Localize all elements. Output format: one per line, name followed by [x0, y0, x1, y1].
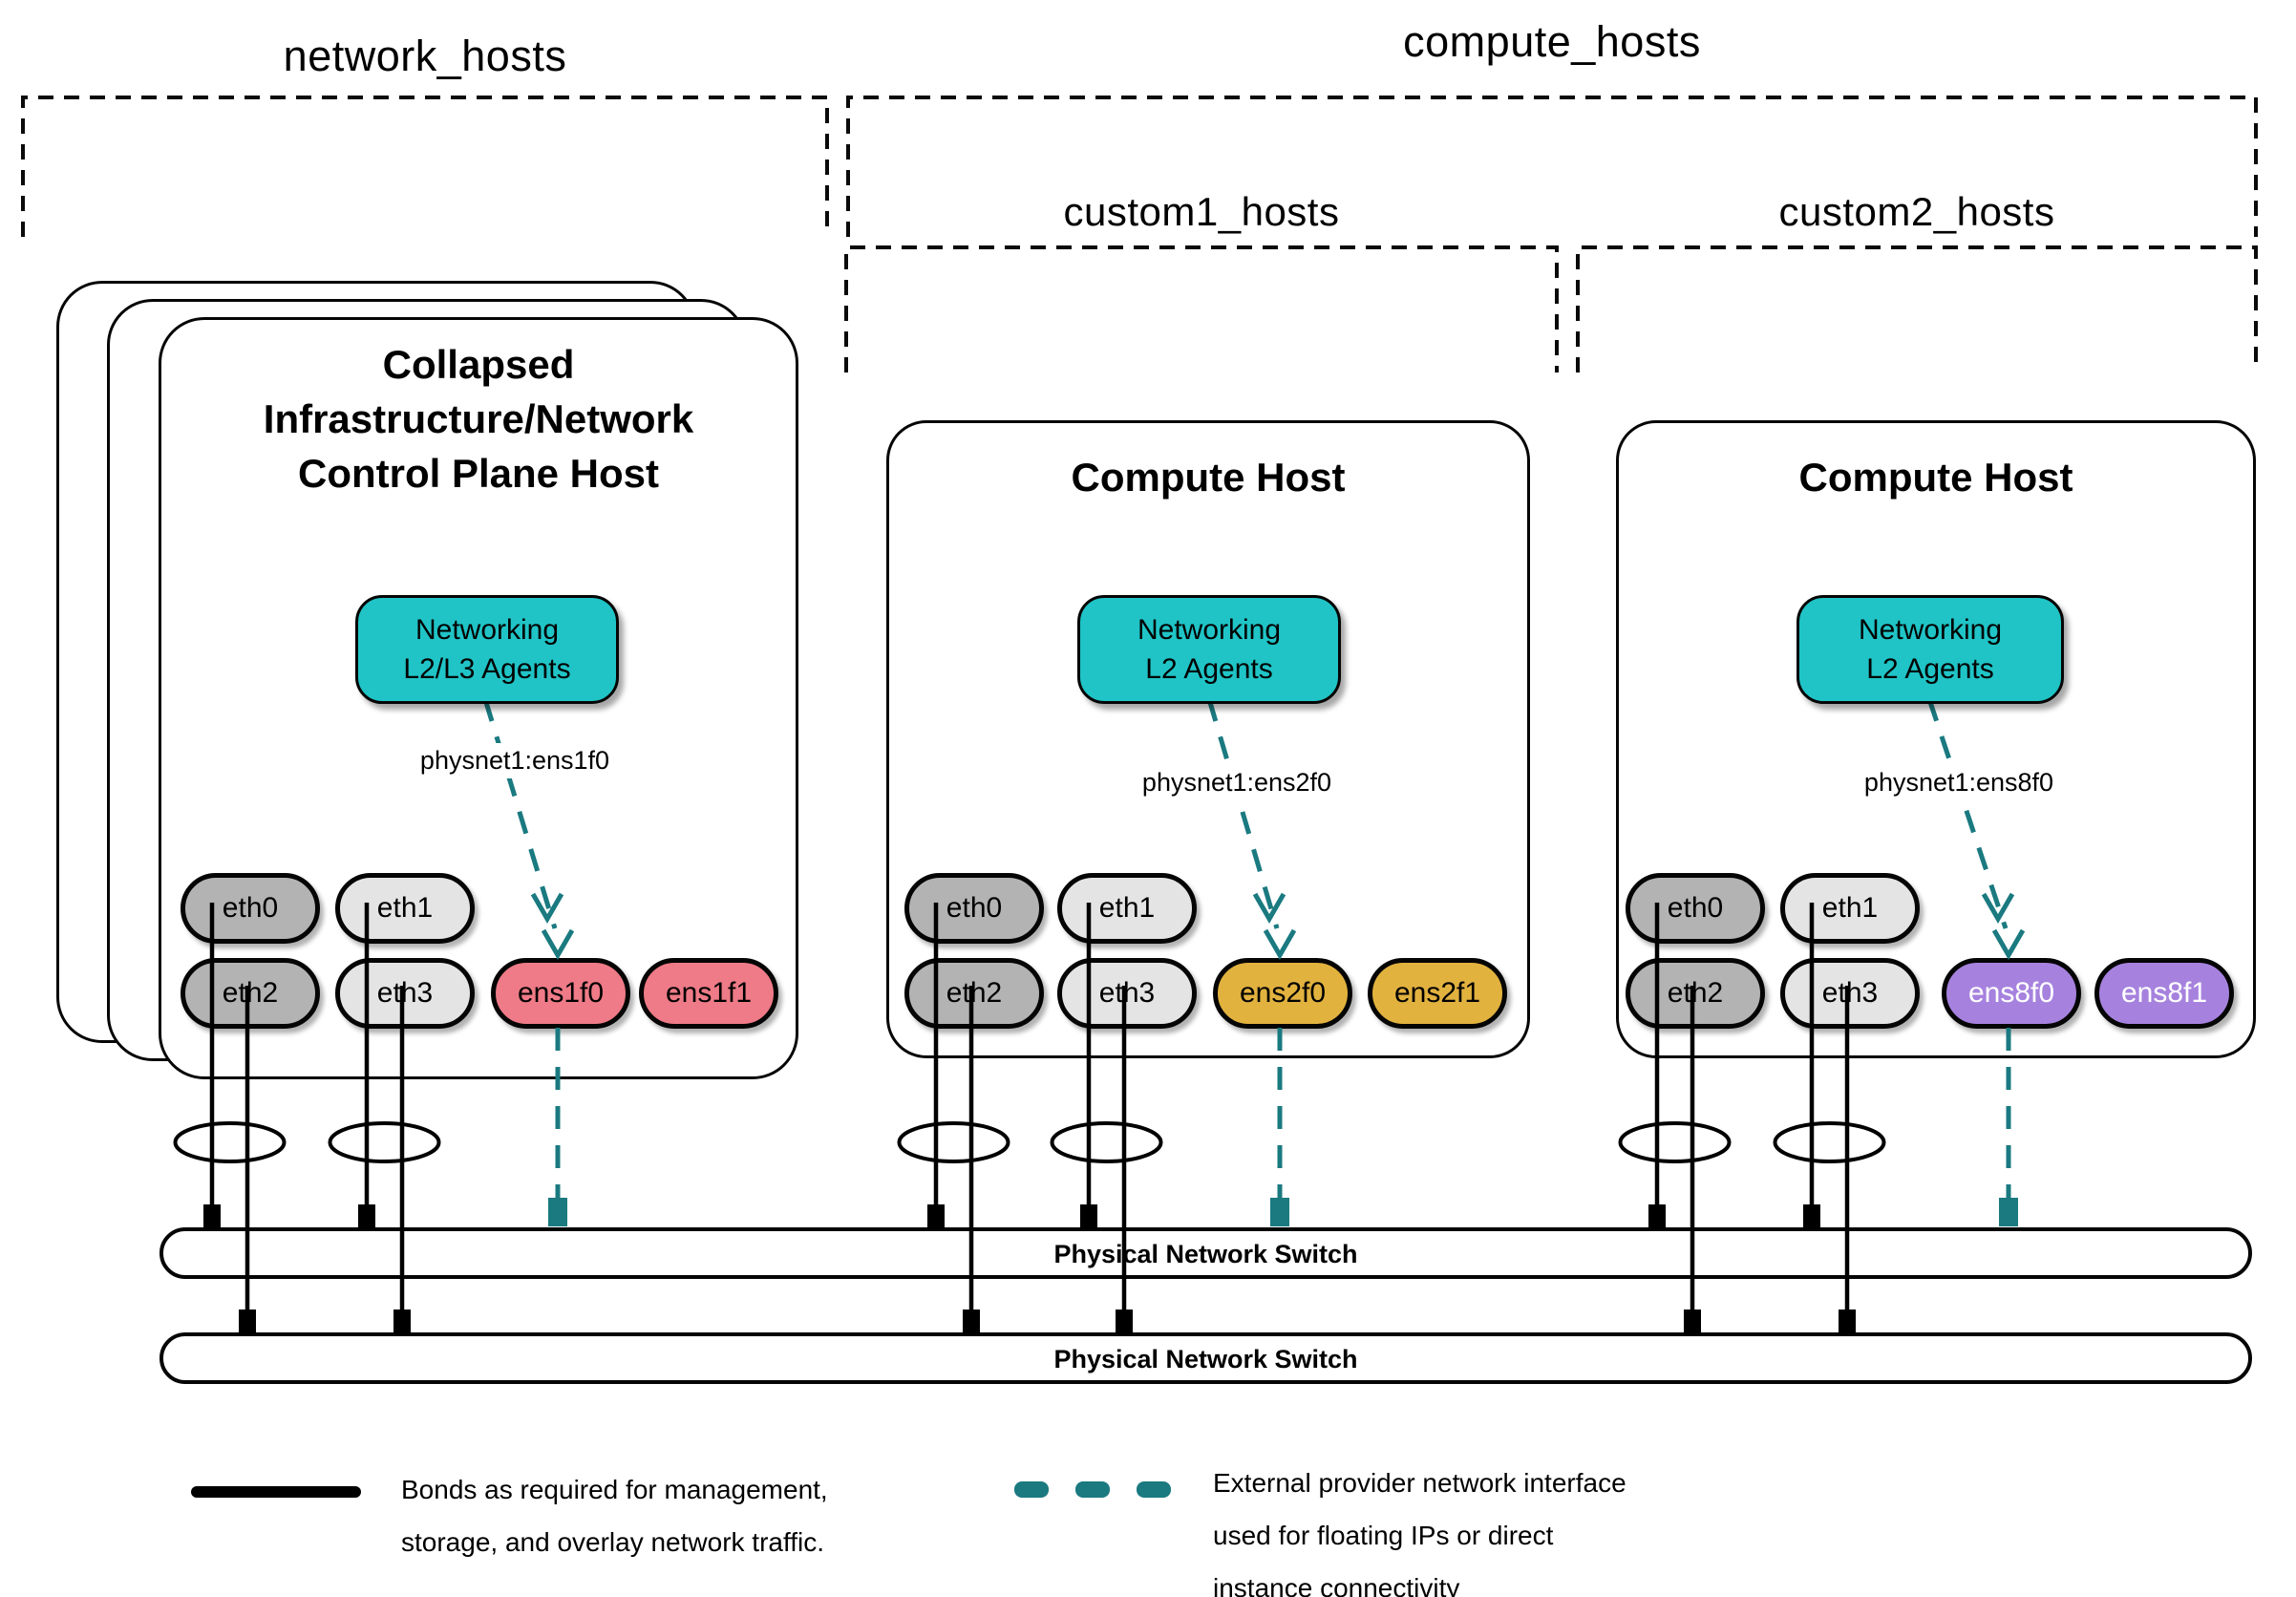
nic-pill-eth0: eth0	[1626, 873, 1765, 944]
host-title-line: Control Plane Host	[297, 451, 660, 496]
nic-pill-eth0: eth0	[181, 873, 320, 944]
host-control-plane: Collapsed Infrastructure/Network Control…	[159, 317, 798, 1079]
nic-pill-eth2: eth2	[181, 958, 320, 1029]
switch-port-external	[548, 1198, 567, 1226]
bond-ellipse	[173, 1121, 287, 1163]
agent-label-line: Networking	[415, 614, 560, 646]
host-compute-1-title: Compute Host	[1071, 455, 1346, 500]
bond-ellipse	[897, 1121, 1010, 1163]
physnet-mapping-label: physnet1:ens1f0	[395, 743, 634, 778]
nic-pill-ens1f0: ens1f0	[491, 958, 630, 1029]
nic-pill-ens1f1: ens1f1	[639, 958, 778, 1029]
agent-label-line: L2 Agents	[1866, 653, 1994, 685]
physnet-mapping-label: physnet1:ens8f0	[1839, 765, 2078, 800]
physical-network-switch-top: Physical Network Switch	[159, 1227, 2252, 1279]
switch-port	[1839, 1310, 1856, 1334]
agent-label-line: L2 Agents	[1145, 653, 1273, 685]
switch-port	[1080, 1204, 1097, 1229]
nic-pill-ens8f1: ens8f1	[2094, 958, 2234, 1029]
host-title-line: Collapsed	[382, 342, 575, 387]
bond-ellipse	[1050, 1121, 1163, 1163]
external-provider-line-swatch	[1014, 1481, 1171, 1498]
bond-legend-text: Bonds as required for management, storag…	[401, 1475, 828, 1557]
agent-label-line: Networking	[1137, 614, 1282, 646]
physnet-mapping-label: physnet1:ens2f0	[1117, 765, 1356, 800]
switch-port	[1803, 1204, 1820, 1229]
networking-agents-box: Networking L2 Agents	[1796, 595, 2064, 704]
switch-label: Physical Network Switch	[1053, 1240, 1358, 1268]
bond-line-swatch	[191, 1486, 361, 1498]
switch-port	[1684, 1310, 1701, 1334]
switch-label: Physical Network Switch	[1053, 1345, 1358, 1373]
nic-pill-ens2f0: ens2f0	[1213, 958, 1352, 1029]
nic-pill-eth1: eth1	[1057, 873, 1197, 944]
group-label-custom1-hosts: custom1_hosts	[1063, 189, 1340, 234]
switch-port	[1648, 1204, 1666, 1229]
networking-agents-box: Networking L2 Agents	[1077, 595, 1341, 704]
switch-port	[358, 1204, 375, 1229]
switch-port-external	[1999, 1198, 2018, 1226]
group-label-custom2-hosts: custom2_hosts	[1778, 189, 2055, 234]
switch-port	[963, 1310, 980, 1334]
host-control-plane-title: Collapsed Infrastructure/Network Control…	[161, 337, 796, 500]
nic-pill-eth3: eth3	[1057, 958, 1197, 1029]
switch-port-external	[1270, 1198, 1289, 1226]
host-compute-1: Compute Host Networking L2 Agents physne…	[886, 420, 1530, 1058]
nic-pill-ens8f0: ens8f0	[1942, 958, 2081, 1029]
nic-pill-ens2f1: ens2f1	[1368, 958, 1507, 1029]
bond-ellipse	[328, 1121, 441, 1163]
switch-port	[927, 1204, 945, 1229]
nic-pill-eth3: eth3	[335, 958, 475, 1029]
nic-pill-eth0: eth0	[904, 873, 1044, 944]
switch-port	[1116, 1310, 1133, 1334]
switch-port	[203, 1204, 221, 1229]
nic-pill-eth1: eth1	[335, 873, 475, 944]
bond-ellipse	[1773, 1121, 1886, 1163]
bracket-custom2-hosts	[1576, 245, 2258, 373]
host-compute-2-title: Compute Host	[1798, 455, 2073, 500]
bracket-network-hosts	[21, 96, 829, 237]
switch-port	[393, 1310, 411, 1334]
nic-pill-eth2: eth2	[1626, 958, 1765, 1029]
nic-pill-eth3: eth3	[1780, 958, 1920, 1029]
networking-agents-box: Networking L2/L3 Agents	[355, 595, 619, 704]
host-title-line: Infrastructure/Network	[263, 396, 694, 441]
external-provider-legend-text: External provider network interface used…	[1213, 1468, 1626, 1597]
group-label-compute-hosts: compute_hosts	[1403, 17, 1701, 66]
agent-label-line: Networking	[1858, 614, 2003, 646]
bracket-custom1-hosts	[844, 245, 1559, 373]
physical-network-switch-bottom: Physical Network Switch	[159, 1332, 2252, 1384]
host-compute-2: Compute Host Networking L2 Agents physne…	[1616, 420, 2256, 1058]
nic-pill-eth2: eth2	[904, 958, 1044, 1029]
agent-label-line: L2/L3 Agents	[403, 653, 571, 685]
nic-pill-eth1: eth1	[1780, 873, 1920, 944]
group-label-network-hosts: network_hosts	[283, 32, 567, 80]
bond-ellipse	[1618, 1121, 1732, 1163]
switch-port	[239, 1310, 256, 1334]
